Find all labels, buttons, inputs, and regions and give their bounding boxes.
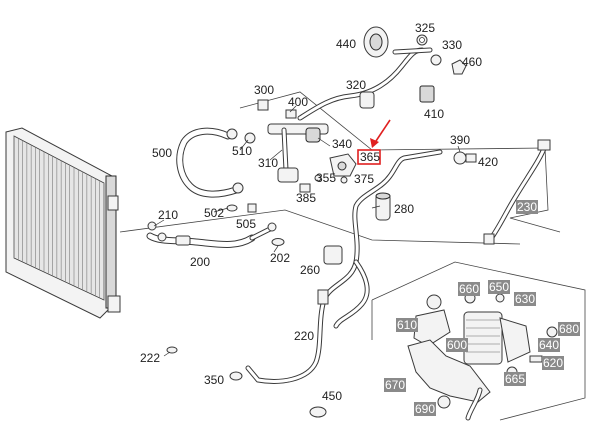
- hose-500: [176, 127, 244, 198]
- label-440: 440: [336, 37, 356, 51]
- label-690: 690: [415, 402, 435, 416]
- label-222: 222: [140, 351, 160, 365]
- label-670: 670: [385, 378, 405, 392]
- label-630: 630: [515, 292, 535, 306]
- label-365-highlight-box: [357, 149, 381, 165]
- oil-cooler-assembly: [407, 292, 558, 421]
- label-665: 665: [505, 372, 525, 386]
- label-610: 610: [397, 318, 417, 332]
- label-400: 400: [288, 95, 308, 109]
- label-202: 202: [270, 251, 290, 265]
- label-390: 390: [450, 133, 470, 147]
- label-680: 680: [559, 322, 579, 336]
- gray-part-labels: 230 660 650 630 610 600 680 640 620 670 …: [384, 200, 580, 416]
- label-310: 310: [258, 156, 278, 170]
- pipe-230: [483, 139, 551, 245]
- label-460: 460: [462, 55, 482, 69]
- pipe-220: [245, 149, 443, 384]
- label-640: 640: [539, 338, 559, 352]
- label-350: 350: [204, 373, 224, 387]
- label-355: 355: [316, 171, 336, 185]
- label-410: 410: [424, 107, 444, 121]
- label-660: 660: [459, 282, 479, 296]
- label-325: 325: [415, 21, 435, 35]
- label-220: 220: [294, 329, 314, 343]
- condenser: [5, 127, 121, 319]
- label-300: 300: [254, 83, 274, 97]
- label-320: 320: [346, 78, 366, 92]
- hose-200: [146, 222, 277, 248]
- label-500: 500: [152, 146, 172, 160]
- label-450: 450: [322, 389, 342, 403]
- label-385: 385: [296, 191, 316, 205]
- label-650: 650: [489, 280, 509, 294]
- part-labels: 325 440 330 460 320 300 400 410 500 510 …: [140, 21, 498, 403]
- pipe-320: [297, 47, 433, 121]
- label-200: 200: [190, 255, 210, 269]
- highlight-arrow: [370, 119, 391, 148]
- label-365: 365: [360, 150, 380, 164]
- label-230: 230: [517, 200, 537, 214]
- small-parts: [147, 26, 477, 418]
- label-620: 620: [543, 356, 563, 370]
- label-340: 340: [332, 137, 352, 151]
- label-600: 600: [447, 338, 467, 352]
- label-375: 375: [354, 172, 374, 186]
- label-210: 210: [158, 208, 178, 222]
- label-505: 505: [236, 217, 256, 231]
- label-502: 502: [204, 206, 224, 220]
- label-420: 420: [478, 155, 498, 169]
- label-510: 510: [232, 144, 252, 158]
- label-280: 280: [394, 202, 414, 216]
- label-330: 330: [442, 38, 462, 52]
- leader-lines: [153, 105, 461, 357]
- label-260: 260: [300, 263, 320, 277]
